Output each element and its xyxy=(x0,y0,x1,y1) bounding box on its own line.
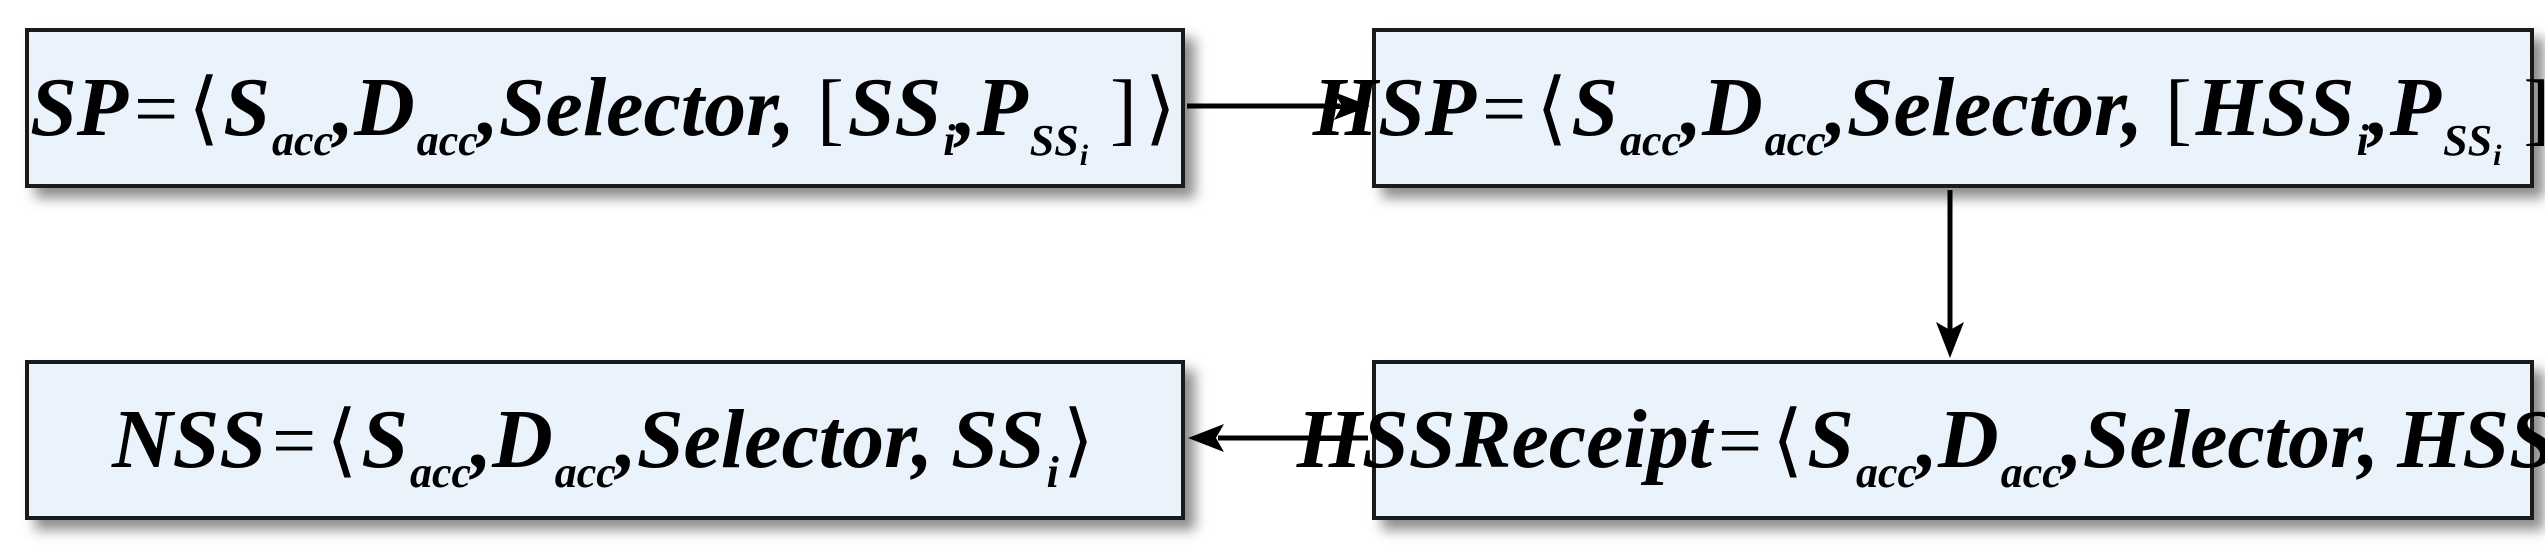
acc-subscript: acc xyxy=(1855,448,1918,497)
comma: , xyxy=(333,61,355,154)
s-symbol: S xyxy=(1571,61,1619,154)
comma: , xyxy=(1917,393,1939,486)
i-subsubscript: i xyxy=(1079,139,1089,172)
comma: , xyxy=(477,61,499,154)
p-subscript-ss: SS xyxy=(1029,116,1079,165)
nss-formula: NSS=⟨Sacc,Dacc,Selector,SSi⟩ xyxy=(112,397,1098,495)
hss-symbol: HSS xyxy=(2195,61,2355,154)
d-symbol: D xyxy=(354,61,415,154)
hss-symbol: HSS xyxy=(2397,393,2545,486)
right-square-bracket: ] xyxy=(1110,65,1137,153)
left-angle-bracket: ⟨ xyxy=(1536,65,1568,153)
ss-symbol: SS xyxy=(951,393,1045,486)
s-symbol: S xyxy=(361,393,409,486)
d-symbol: D xyxy=(492,393,553,486)
left-angle-bracket: ⟨ xyxy=(326,397,358,485)
left-square-bracket: [ xyxy=(817,65,844,153)
i-subsubscript: i xyxy=(2493,139,2502,172)
i-subscript: i xyxy=(943,116,956,165)
hssreceipt-formula: HSSReceipt=⟨Sacc,Dacc,Selector,HSSi⟩ xyxy=(1297,397,2545,495)
i-subscript: i xyxy=(1046,448,1059,497)
sp-box: SP=⟨Sacc,Dacc,Selector,[SSi,PSSi]⟩ xyxy=(25,28,1185,188)
comma: , xyxy=(1825,61,1847,154)
s-symbol: S xyxy=(223,61,271,154)
hsp-label: HSP xyxy=(1312,61,1477,154)
left-angle-bracket: ⟨ xyxy=(188,65,220,153)
nss-box: NSS=⟨Sacc,Dacc,Selector,SSi⟩ xyxy=(25,360,1185,520)
p-subscript-ss: SS xyxy=(2443,116,2493,165)
comma: , xyxy=(2061,393,2083,486)
p-symbol: P xyxy=(2389,61,2442,154)
right-angle-bracket: ⟩ xyxy=(1062,397,1095,485)
acc-subscript: acc xyxy=(416,116,478,165)
left-angle-bracket: ⟨ xyxy=(1772,397,1804,485)
right-angle-bracket: ⟩ xyxy=(1144,65,1176,153)
equals-sign: = xyxy=(1718,397,1763,484)
equals-sign: = xyxy=(1482,65,1527,152)
comma: , xyxy=(1681,61,1703,154)
hsp-box: HSP=⟨Sacc,Dacc,Selector,[HSSi,PSSi]⟩ xyxy=(1313,28,2545,188)
arrow-hsp-to-hssreceipt xyxy=(1936,190,1964,358)
equals-sign: = xyxy=(272,397,317,484)
acc-subscript: acc xyxy=(2000,448,2062,497)
acc-subscript: acc xyxy=(410,448,472,497)
d-symbol: D xyxy=(1938,393,1999,486)
p-subscript: SSi xyxy=(2443,116,2501,171)
comma: , xyxy=(2368,61,2390,154)
hsp-formula: HSP=⟨Sacc,Dacc,Selector,[HSSi,PSSi]⟩ xyxy=(1313,65,2545,171)
comma: , xyxy=(955,61,977,154)
sp-formula: SP=⟨Sacc,Dacc,Selector,[SSi,PSSi]⟩ xyxy=(30,65,1180,171)
comma: , xyxy=(615,393,637,486)
acc-subscript: acc xyxy=(1620,116,1682,165)
comma: , xyxy=(471,393,493,486)
nss-label: NSS xyxy=(111,393,267,486)
acc-subscript: acc xyxy=(554,448,616,497)
equals-sign: = xyxy=(134,65,179,152)
selector-term: Selector, xyxy=(498,61,796,154)
acc-subscript: acc xyxy=(272,116,334,165)
acc-subscript: acc xyxy=(1764,116,1826,165)
i-subscript: i xyxy=(2356,116,2369,165)
p-subscript: SSi xyxy=(1029,116,1088,171)
sp-label: SP xyxy=(30,61,129,154)
hssreceipt-box: HSSReceipt=⟨Sacc,Dacc,Selector,HSSi⟩ xyxy=(1297,360,2545,520)
selector-term: Selector, xyxy=(2082,393,2380,486)
hssreceipt-label: HSSReceipt xyxy=(1296,393,1713,486)
right-square-bracket: ] xyxy=(2519,65,2545,153)
selector-term: Selector, xyxy=(1846,61,2144,154)
p-symbol: P xyxy=(976,61,1028,154)
left-square-bracket: [ xyxy=(2165,65,2192,153)
ss-symbol: SS xyxy=(847,61,942,154)
d-symbol: D xyxy=(1702,61,1763,154)
selector-term: Selector, xyxy=(636,393,934,486)
s-symbol: S xyxy=(1807,393,1854,486)
